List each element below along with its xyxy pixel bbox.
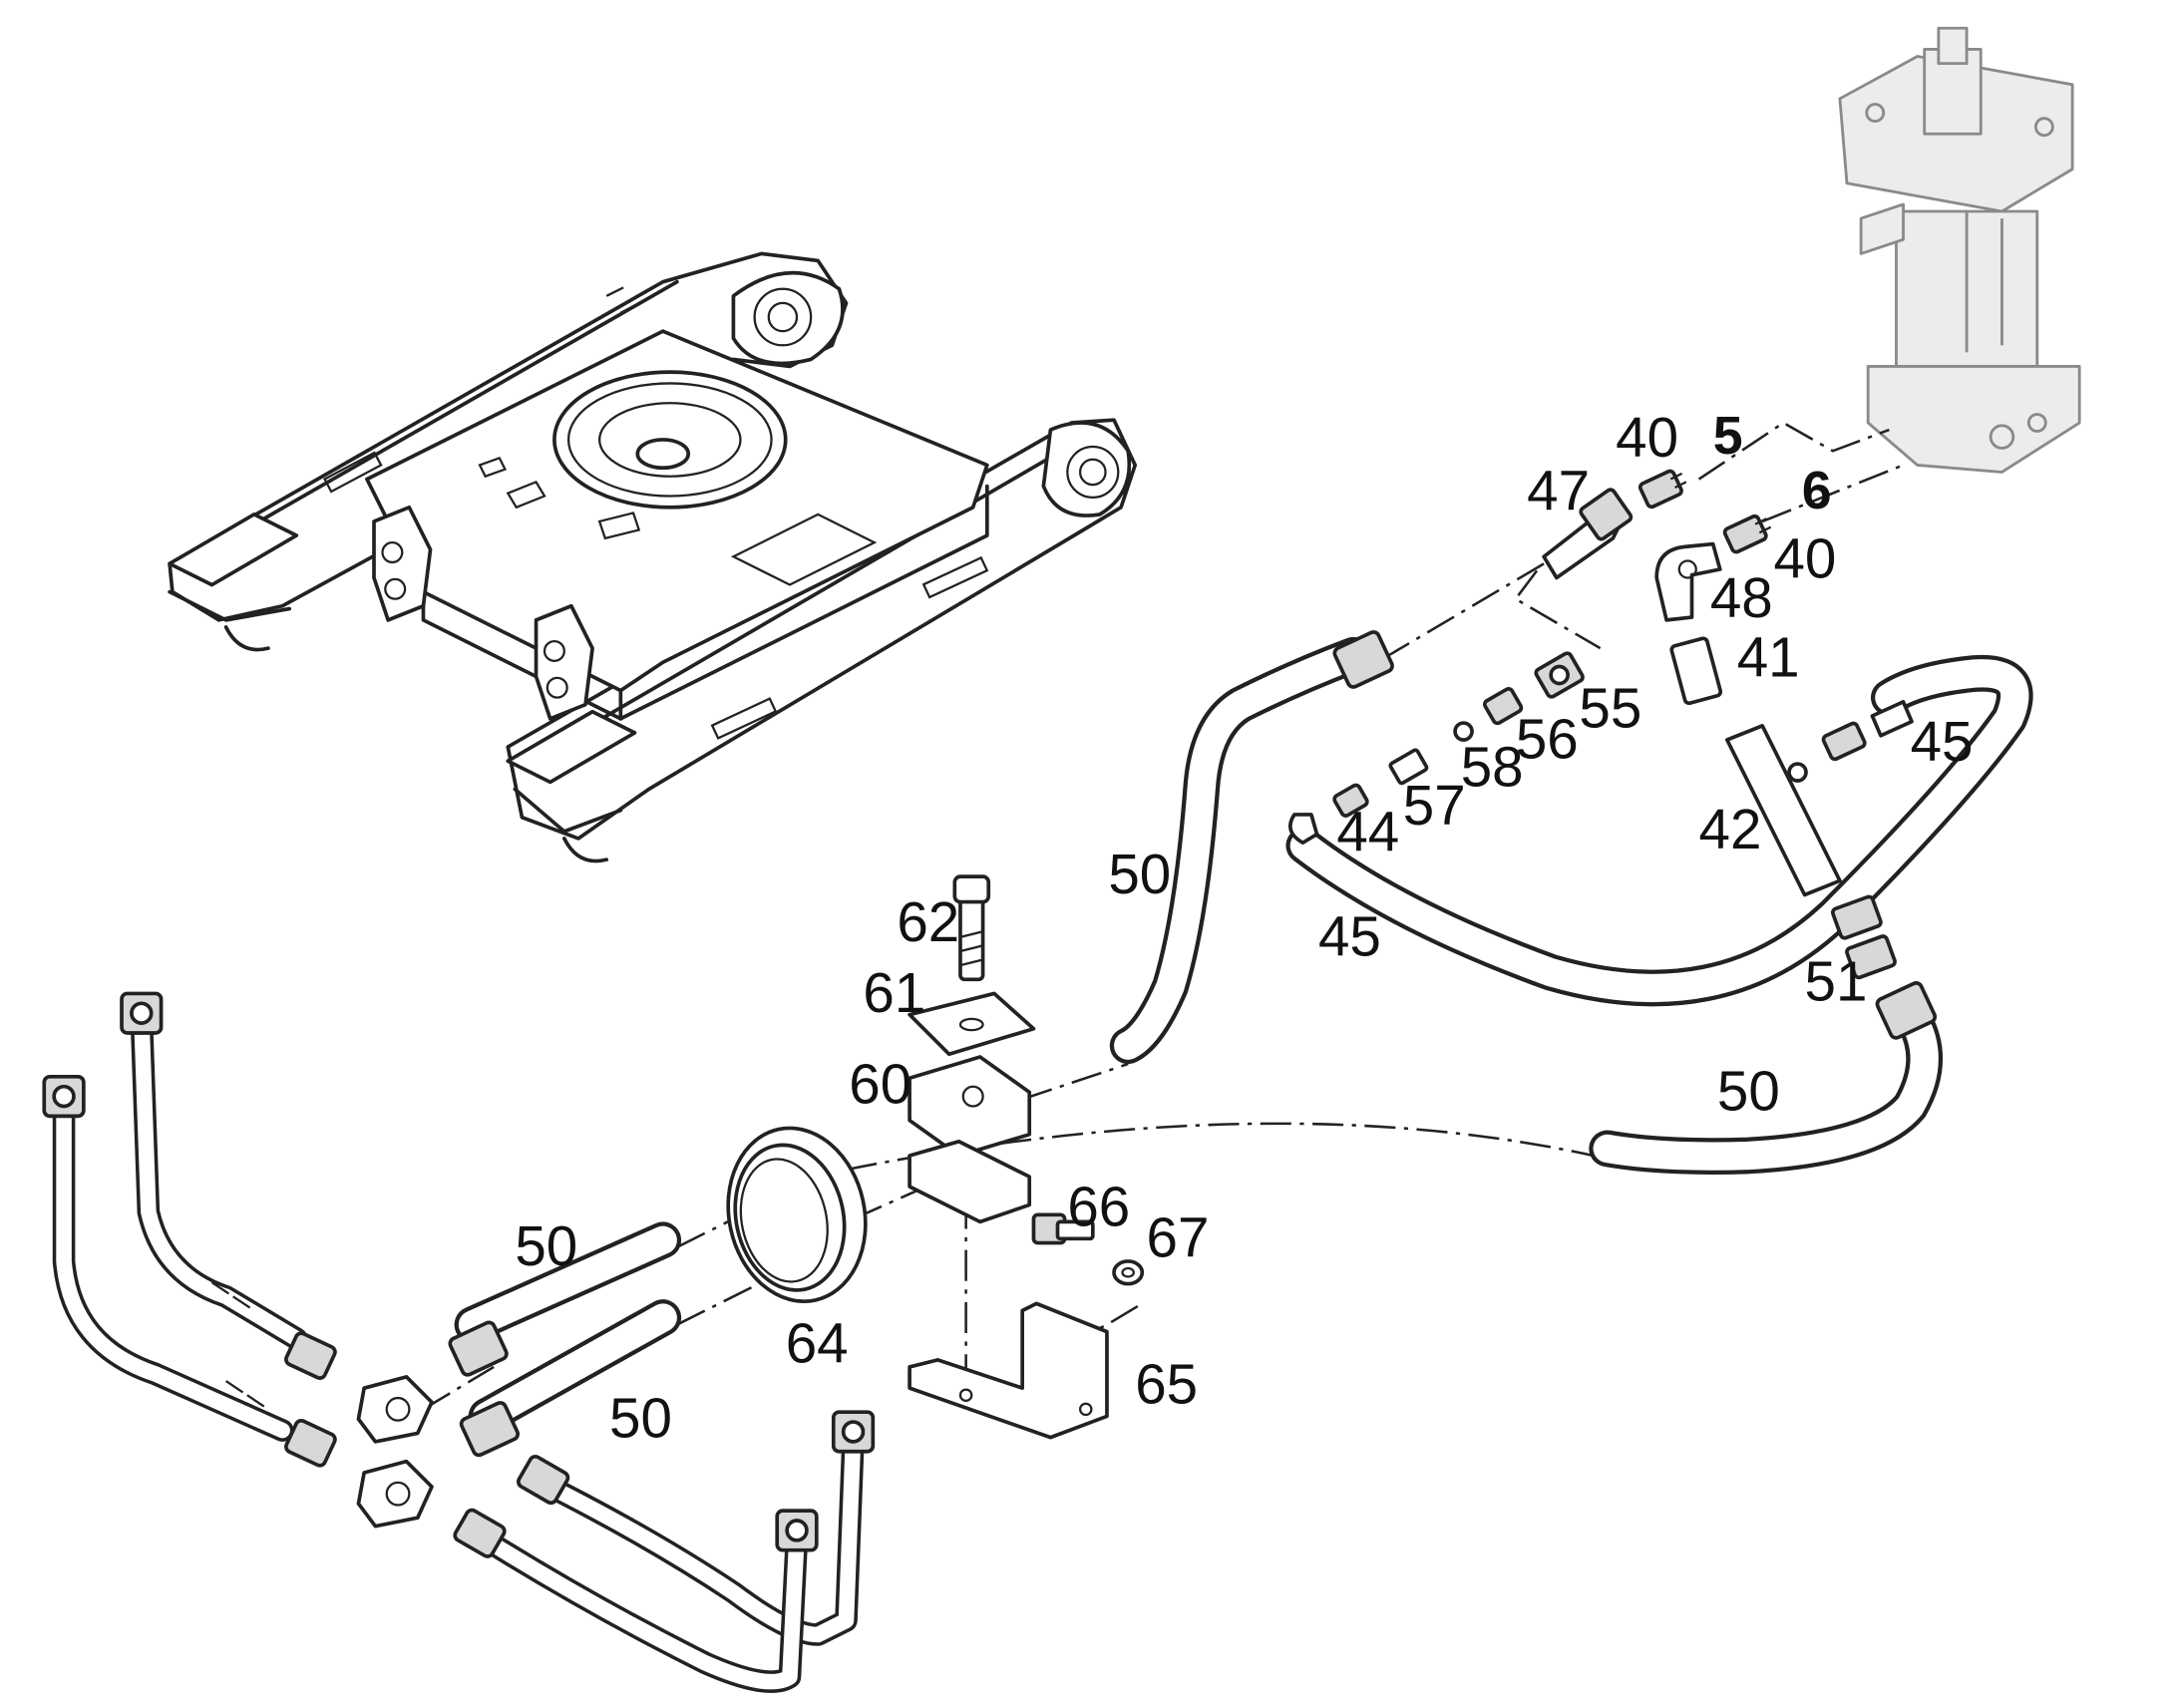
callout-56: 56 (1516, 707, 1579, 770)
callout-45-right: 45 (1911, 710, 1974, 773)
callout-45-left: 45 (1318, 904, 1381, 967)
callout-44: 44 (1336, 801, 1399, 863)
callout-50-left-upper: 50 (515, 1214, 577, 1277)
callout-50-left-lower: 50 (609, 1387, 672, 1450)
callout-48: 48 (1710, 566, 1773, 629)
callout-41: 41 (1737, 625, 1800, 688)
callout-67: 67 (1147, 1206, 1210, 1269)
pipes (42, 991, 876, 1693)
callout-6: 6 (1802, 461, 1832, 520)
clamp-assembly (726, 874, 1145, 1440)
rotary-swivel-joint (1838, 26, 2081, 474)
callout-61: 61 (863, 961, 925, 1024)
callout-51: 51 (1805, 949, 1868, 1012)
callout-42: 42 (1699, 798, 1762, 860)
callout-62: 62 (897, 890, 959, 953)
fittings (1288, 469, 1938, 1040)
callout-66: 66 (1067, 1176, 1130, 1238)
callout-55: 55 (1579, 676, 1641, 739)
callout-64: 64 (786, 1312, 849, 1375)
callout-60: 60 (849, 1053, 911, 1116)
undercarriage-frame (168, 251, 1138, 863)
callout-47: 47 (1527, 460, 1590, 522)
callout-57: 57 (1403, 774, 1466, 837)
callout-58: 58 (1461, 736, 1524, 799)
callout-5: 5 (1713, 406, 1743, 466)
callout-50-right: 50 (1717, 1060, 1780, 1123)
callout-40-lower: 40 (1773, 526, 1836, 589)
callout-40-upper: 40 (1616, 406, 1678, 469)
part-callouts: 5 6 40 40 41 42 44 45 45 47 48 50 50 50 … (515, 406, 1973, 1450)
hoses (454, 636, 2033, 1435)
callout-50-upper: 50 (1108, 843, 1171, 905)
callout-65: 65 (1135, 1353, 1198, 1416)
